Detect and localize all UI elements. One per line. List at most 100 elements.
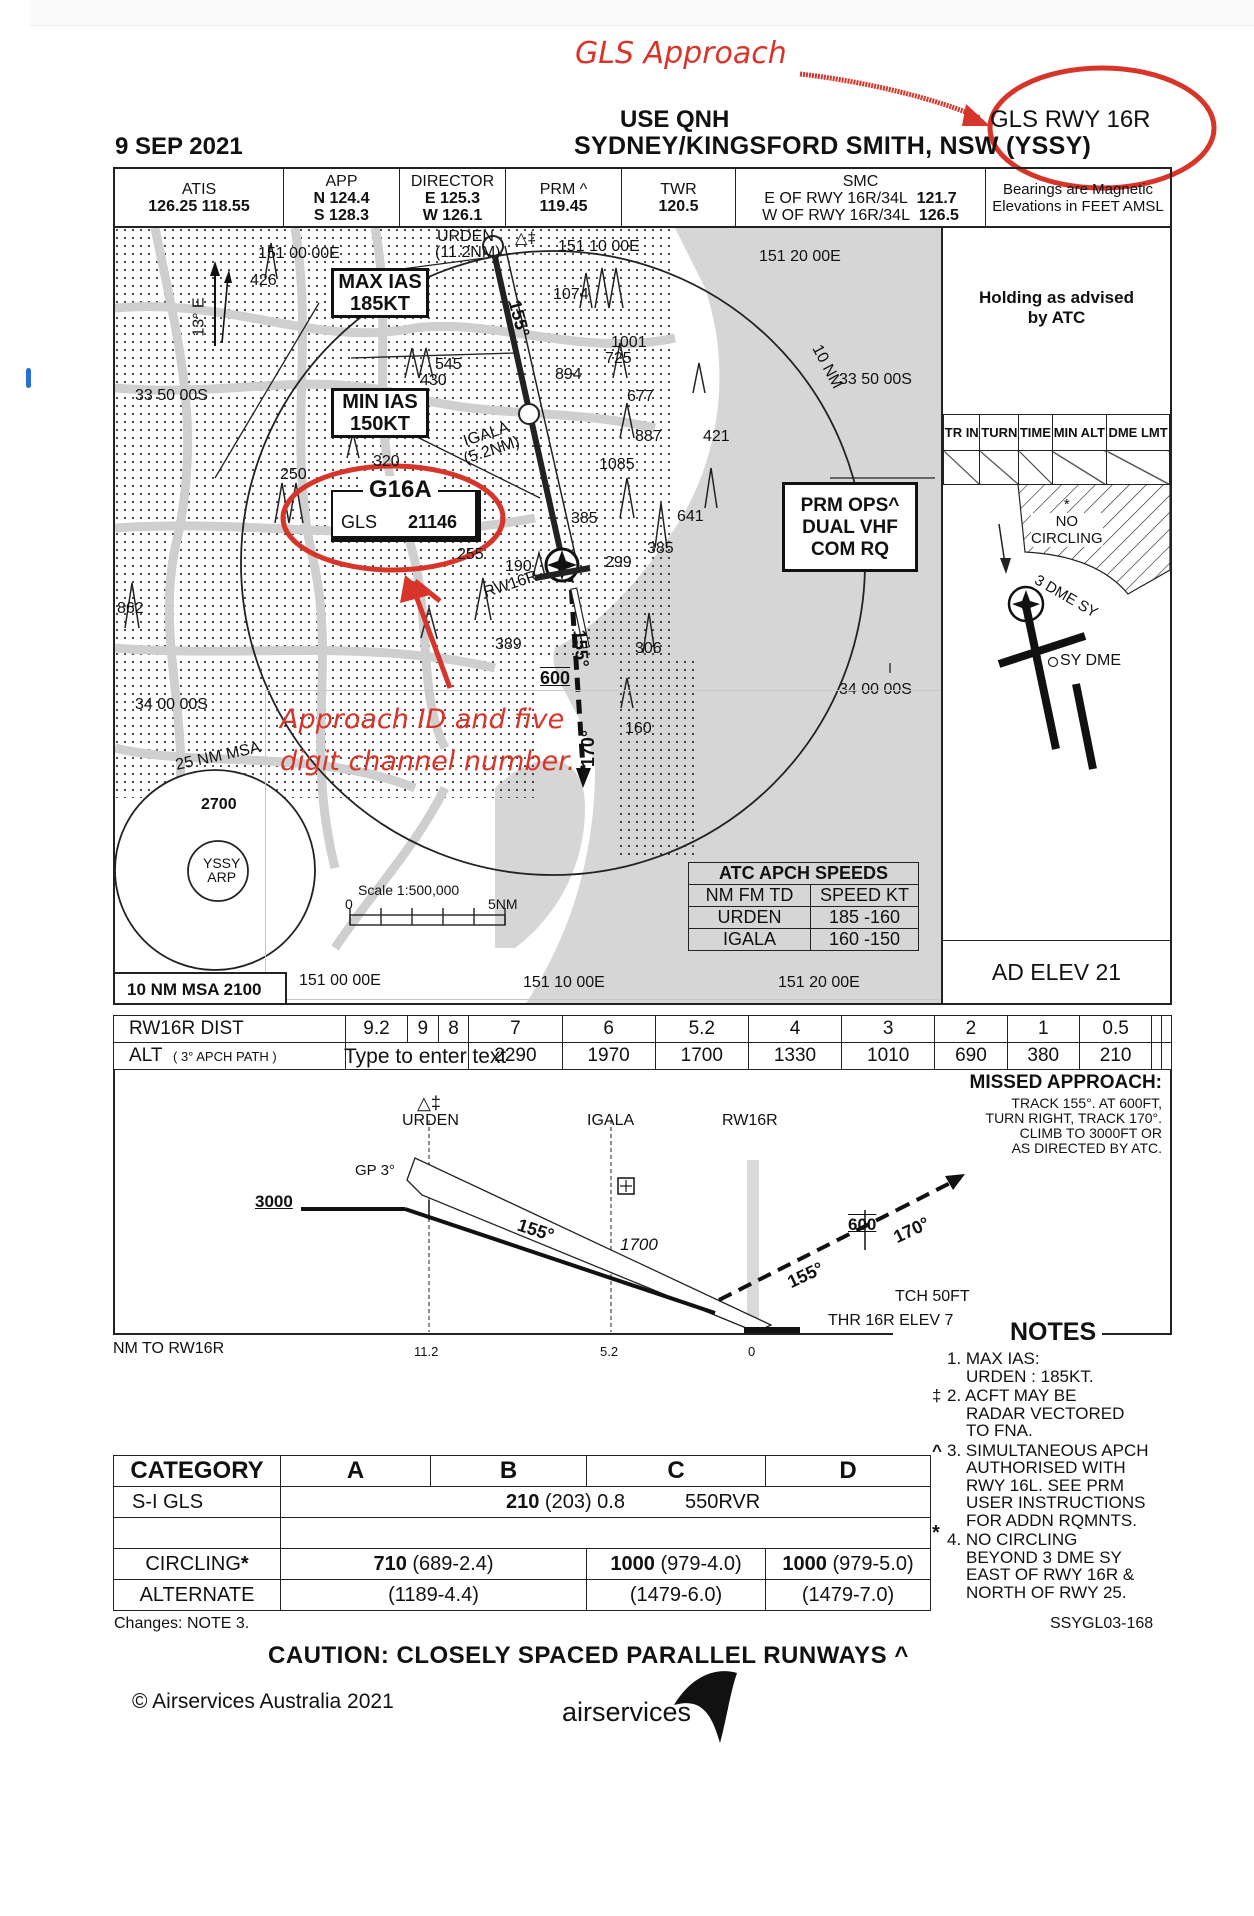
min-ias-box: MIN IAS 150KT: [331, 388, 429, 438]
freq-director: DIRECTOR E 125.3 W 126.1: [400, 169, 506, 226]
igala-profile-label: IGALA: [587, 1112, 635, 1129]
holding-cell-empty: [1051, 450, 1108, 485]
alt-row-label: ALT ( 3° APCH PATH ): [113, 1042, 346, 1070]
holding-header-minalt: MIN ALT: [1051, 414, 1108, 451]
plan-view-map: URDEN (11.2NM) △‡ 151 00 00E 151 10 00E …: [113, 228, 943, 1005]
smc-east-freq: 121.7: [916, 190, 957, 207]
note-line: URDEN : 185KT.: [966, 1366, 1094, 1386]
obstacle-389: 389: [495, 636, 522, 653]
max-ias-value: 185KT: [349, 293, 411, 315]
obstacle-862: 862: [117, 600, 144, 617]
missed-turn-altitude: 600: [540, 668, 571, 688]
freq-info: Bearings are Magnetic Elevations in FEET…: [986, 169, 1170, 226]
alt-cell: 1700: [654, 1042, 749, 1070]
alt-overlay-cell[interactable]: Type to enter text: [344, 1042, 506, 1070]
note-line: 3. SIMULTANEOUS APCH: [947, 1440, 1149, 1460]
note-item: * 4. NO CIRCLING BEYOND 3 DME SY EAST OF…: [925, 1523, 1175, 1602]
profile-baseline: [113, 1333, 893, 1335]
atis-value: 126.25 118.55: [148, 198, 250, 215]
caution-banner: CAUTION: CLOSELY SPACED PARALLEL RUNWAYS…: [268, 1642, 909, 1669]
holding-note: Holding as advised by ATC: [943, 288, 1170, 328]
glidepath-label: GP 3°: [355, 1162, 395, 1179]
holding-cell-empty: [1106, 450, 1170, 485]
note-line: 2. ACFT MAY BE: [947, 1386, 1077, 1405]
dist-cell: 2: [934, 1015, 1008, 1043]
changes-note: Changes: NOTE 3.: [114, 1615, 250, 1632]
freq-atis: ATIS 126.25 118.55: [115, 169, 284, 226]
gls-label: GLS: [341, 512, 378, 532]
sigls-da: 210: [506, 1490, 540, 1513]
prm-ops-line2: DUAL VHF: [802, 517, 898, 538]
scale-end: 5NM: [488, 896, 518, 912]
prm-value: 119.45: [539, 198, 588, 215]
map-background: [115, 228, 941, 1003]
holding-cell-empty: [979, 450, 1020, 485]
chart-id: SSYGL03-168: [1050, 1615, 1154, 1632]
minima-header-d: D: [765, 1455, 931, 1487]
atc-speeds-title: ATC APCH SPEEDS: [688, 862, 919, 885]
minima-header-category: CATEGORY: [113, 1455, 281, 1487]
atc-speeds-fix: URDEN: [688, 906, 811, 929]
atc-speeds-table: ATC APCH SPEEDS NM FM TD SPEED KT URDEN …: [688, 862, 919, 951]
obstacle-255: 255: [457, 546, 484, 563]
coord-34-00-left: 34 00 00S: [135, 696, 208, 713]
airservices-logo-text: airservices: [562, 1697, 692, 1727]
annotation-arrow: [400, 575, 453, 689]
profile-alt-1700: 1700: [620, 1235, 658, 1254]
obstacle-641: 641: [677, 508, 704, 525]
dist-cell: [1161, 1015, 1172, 1043]
circling-d-rest: (979-5.0): [826, 1552, 914, 1575]
note-line: 1. MAX IAS:: [947, 1349, 1040, 1368]
sigls-hat-vis: (203) 0.8: [539, 1490, 625, 1513]
side-panel: Holding as advised by ATC TR IN TURN TIM…: [942, 228, 1172, 1005]
dist-cell: 4: [747, 1015, 843, 1043]
obstacle-677: 677: [627, 388, 654, 405]
alt-cell: 1330: [747, 1042, 843, 1070]
note-mark: ^: [932, 1440, 942, 1460]
msa-center-id: YSSY: [203, 855, 241, 871]
minima-blank-label: [113, 1517, 281, 1549]
note-line: USER INSTRUCTIONS: [966, 1493, 1146, 1512]
profile-missed-600: 600: [848, 1215, 877, 1234]
profile-alt-3000: 3000: [255, 1192, 293, 1211]
obstacle-250: 250: [280, 466, 307, 483]
obstacle-1001: 1001: [611, 334, 647, 351]
note-line: NORTH OF RWY 25.: [966, 1582, 1127, 1602]
twr-label: TWR: [660, 181, 697, 198]
dist-cell: 1: [1006, 1015, 1080, 1043]
procedure-title: GLS RWY 16R: [990, 106, 1151, 133]
app-label: APP: [325, 173, 358, 190]
atc-speeds-value: 160 -150: [810, 928, 919, 951]
holding-header-turn: TURN: [979, 414, 1020, 451]
obstacle-385a: 385: [571, 510, 598, 527]
holding-line2: by ATC: [1027, 308, 1086, 327]
chart-date: 9 SEP 2021: [115, 133, 243, 160]
coord-151-20-bottom: 151 20 00E: [778, 974, 860, 991]
text-input-placeholder[interactable]: Type to enter text: [344, 1045, 507, 1068]
coord-33-50-left: 33 50 00S: [135, 387, 208, 404]
profile-view: MISSED APPROACH: TRACK 155°. AT 600FT, T…: [113, 1070, 1172, 1335]
alt-cell: 210: [1078, 1042, 1153, 1070]
atc-speeds-header-speed: SPEED KT: [810, 884, 919, 907]
obstacle-299: 299: [605, 554, 632, 571]
obstacle-1085: 1085: [599, 456, 635, 473]
holding-cell-empty: [942, 450, 981, 485]
note-line: BEYOND 3 DME SY: [966, 1547, 1122, 1567]
notes-list: 1. MAX IAS: URDEN : 185KT. ‡ 2. ACFT MAY…: [925, 1350, 1175, 1601]
distance-altitude-table: RW16R DIST 9.2 9 8 7 6 5.2 4 3 2 1 0.5 A…: [113, 1015, 1172, 1070]
tch-label: TCH 50FT: [895, 1288, 970, 1305]
missed-line: TRACK 155°. AT 600FT,: [1011, 1095, 1162, 1111]
msa-altitude: 2700: [201, 796, 237, 813]
alt-cell: 380: [1006, 1042, 1080, 1070]
coord-34-00-right: 34 00 00S: [839, 681, 912, 698]
prm-label: PRM ^: [539, 181, 588, 198]
obstacle-430: 430: [420, 372, 447, 389]
threshold-elev-label: THR 16R ELEV 7: [828, 1312, 954, 1329]
alt-cell: 1970: [561, 1042, 656, 1070]
msa-center: YSSY ARP: [203, 856, 240, 884]
profile-diagram: [301, 1120, 965, 1335]
msa-center-ref: ARP: [207, 869, 237, 885]
alt-label: ALT: [129, 1045, 163, 1066]
